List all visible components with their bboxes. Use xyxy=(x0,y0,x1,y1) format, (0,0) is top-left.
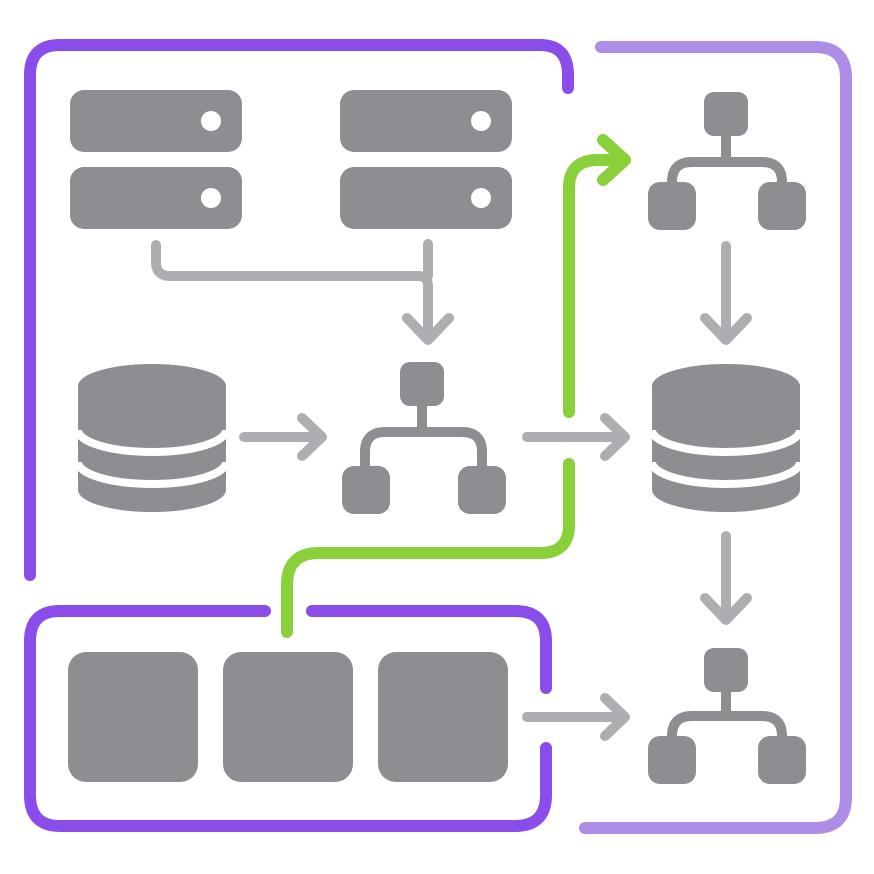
hierarchy-leaf xyxy=(342,466,390,514)
hierarchy-root xyxy=(400,362,444,406)
block-row xyxy=(68,652,508,782)
hierarchy-root xyxy=(704,648,748,692)
server-led xyxy=(201,111,221,131)
hierarchy-root xyxy=(704,92,748,136)
hierarchy-leaf xyxy=(758,736,806,784)
server-icon xyxy=(340,167,512,229)
highlight-arrowhead xyxy=(597,134,631,186)
square-block-icon xyxy=(378,652,508,782)
server-icon xyxy=(70,90,242,152)
arrowhead-down xyxy=(700,593,752,625)
arrowhead-right xyxy=(600,413,630,461)
server-stack-left xyxy=(70,90,242,229)
square-block-icon xyxy=(68,652,198,782)
arrowhead-down xyxy=(700,313,752,345)
database-stripe xyxy=(648,429,804,456)
hierarchy-links xyxy=(360,401,487,479)
hierarchy-links xyxy=(667,687,787,761)
database-icon xyxy=(78,364,226,512)
source-group-border xyxy=(24,39,574,581)
database-icon xyxy=(652,364,800,512)
hierarchy-leaf xyxy=(758,182,806,230)
hierarchy-bottom-right xyxy=(648,648,806,784)
database-target xyxy=(648,364,804,512)
hierarchy-links xyxy=(667,131,787,207)
square-block-icon xyxy=(223,652,353,782)
arrowhead-down xyxy=(402,313,454,345)
database-stripe xyxy=(74,429,230,456)
arrowhead-right xyxy=(297,413,327,461)
connector-servers-to-hierarchy xyxy=(151,239,433,339)
server-led xyxy=(471,111,491,131)
hierarchy-leaf xyxy=(458,466,506,514)
target-group-border xyxy=(579,41,852,834)
arrowhead-right xyxy=(600,693,630,741)
server-icon xyxy=(340,90,512,152)
server-icon xyxy=(70,167,242,229)
hierarchy-leaf xyxy=(648,736,696,784)
block-group-border xyxy=(24,605,552,832)
hierarchy-top-right xyxy=(648,92,806,230)
hierarchy-center xyxy=(342,362,506,514)
server-led xyxy=(201,188,221,208)
server-stack-right xyxy=(340,90,512,229)
highlight-path xyxy=(281,154,618,638)
server-led xyxy=(471,188,491,208)
database-source xyxy=(74,364,230,512)
database-stripe xyxy=(74,461,230,488)
hierarchy-leaf xyxy=(648,182,696,230)
database-stripe xyxy=(648,461,804,488)
